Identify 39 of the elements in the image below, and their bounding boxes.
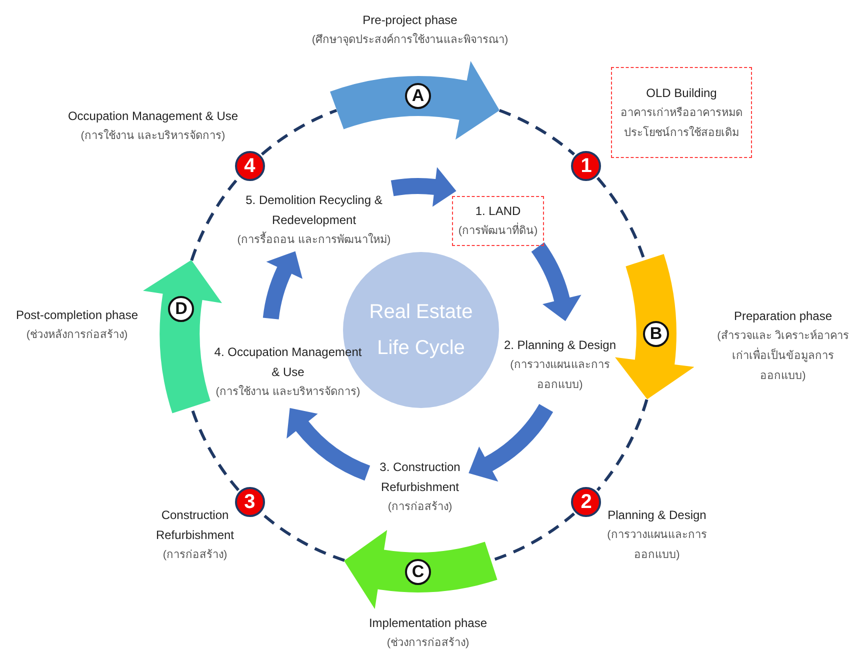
curved-arrow (531, 242, 582, 322)
number-badge: 3 (234, 487, 265, 518)
phase-title: Post-completion phase (14, 307, 140, 324)
stage-title: 2. Planning & Design (502, 337, 618, 354)
dashed-arc (596, 399, 648, 492)
stage-title: 5. Demolition Recycling & Redevelopment (244, 192, 384, 229)
curved-arrow (390, 167, 456, 207)
stage-description: (การก่อสร้าง) (386, 500, 454, 515)
curved-arrow (286, 408, 370, 481)
phase-title: Planning & Design (606, 507, 708, 524)
phase-description: (ช่วงหลังการก่อสร้าง) (25, 328, 129, 343)
stage-description: (การใช้งาน และบริหารจัดการ) (214, 384, 362, 400)
number-badge: 1 (571, 150, 602, 181)
phase-description: (ศึกษาจุดประสงค์การใช้งานและพิจารณา) (310, 32, 510, 48)
curved-block-arrow (330, 60, 500, 140)
stage-description: (การรื้อถอน และการพัฒนาใหม่) (231, 230, 397, 250)
stage-description: (การวางแผนและการออกแบบ) (509, 358, 611, 393)
dashed-arc (498, 109, 576, 156)
curved-block-arrow (344, 530, 498, 609)
stage-title: 4. Occupation Management & Use (213, 344, 363, 381)
phase-title: Implementation phase (368, 615, 488, 632)
dashed-box: OLD Building อาคารเก่าหรืออาคารหมดประโยชน์การใช้สอยเดิม (611, 67, 752, 158)
phase-description: (ช่วงการก่อสร้าง) (386, 636, 470, 651)
curved-block-arrow (614, 254, 694, 400)
phase-title: Construction Refurbishment (154, 507, 236, 544)
curved-arrow (262, 251, 302, 320)
number-badge: 4 (234, 150, 265, 181)
phase-title: Pre-project phase (362, 12, 458, 29)
dashed-box: 1. LAND (การพัฒนาที่ดิน) (452, 196, 544, 246)
curved-arrow (468, 404, 554, 482)
phase-description: (การก่อสร้าง) (162, 548, 228, 563)
dashed-arc (260, 109, 338, 156)
phase-title: Preparation phase (732, 308, 834, 325)
phase-description: (การใช้งาน และบริหารจัดการ) (80, 128, 226, 144)
phase-description: (สำรวจและ วิเคราะห์อาคารเก่าเพื่อเป็นข้อมูลการออกแบบ) (716, 328, 850, 384)
stage-title: 3. Construction Refurbishment (378, 459, 462, 496)
number-badge: 2 (571, 487, 602, 518)
phase-description: (การวางแผนและการออกแบบ) (606, 528, 708, 563)
phase-title: Occupation Management & Use (66, 108, 240, 125)
